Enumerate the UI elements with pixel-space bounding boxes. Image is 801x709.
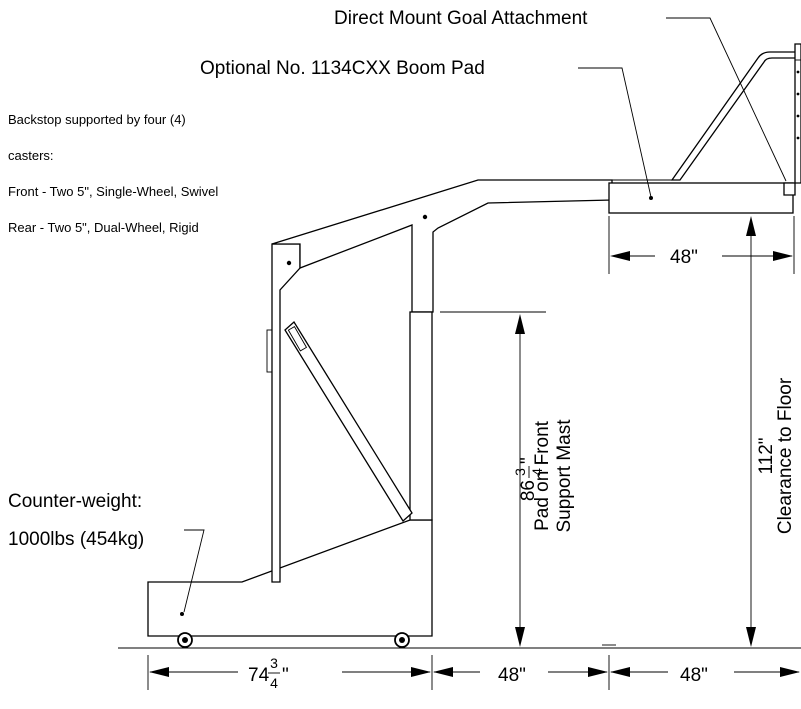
overhang-value: 48" [680, 665, 708, 686]
pad-height-num: 3 [512, 468, 528, 476]
clearance-label: Clearance to Floor [775, 377, 796, 534]
boom-pad-label: Optional No. 1134CXX Boom Pad [200, 58, 485, 79]
diagonal-brace [284, 321, 413, 522]
counterweight-leader [183, 529, 205, 613]
clearance-value: 112" [756, 437, 777, 474]
note-line-4: Rear - Two 5", Dual-Wheel, Rigid [8, 220, 199, 235]
base-length-den: 4 [270, 675, 278, 691]
goal-attachment-label: Direct Mount Goal Attachment [334, 8, 588, 29]
pad-height-den: 4 [529, 468, 545, 476]
boom-pad-width-value: 48" [670, 247, 698, 268]
boom-frame [271, 179, 613, 313]
goal-attachment [670, 51, 801, 181]
base-length-num: 3 [270, 655, 278, 671]
boom-pad [608, 182, 794, 214]
pad-height-label-1: Pad on Front [532, 420, 553, 531]
note-line-3: Front - Two 5", Single-Wheel, Swivel [8, 184, 218, 199]
note-line-2: casters: [8, 148, 54, 163]
pad-height-whole: 86 [518, 480, 539, 501]
base-length-whole: 74 [248, 665, 270, 686]
pad-height-label-2: Support Mast [554, 419, 575, 533]
front-mast-pad [409, 311, 433, 521]
rear-mast [271, 243, 301, 583]
counterweight-base [147, 519, 433, 637]
goal-attachment-leader [666, 17, 787, 182]
note-line-1: Backstop supported by four (4) [8, 112, 186, 127]
counterweight-label-2: 1000lbs (454kg) [8, 529, 144, 550]
counterweight-label-1: Counter-weight: [8, 491, 142, 512]
base-length-unit: " [282, 665, 289, 686]
pad-height-unit: " [518, 457, 539, 464]
boom-pad-leader [578, 67, 652, 198]
front-span-value: 48" [498, 665, 526, 686]
